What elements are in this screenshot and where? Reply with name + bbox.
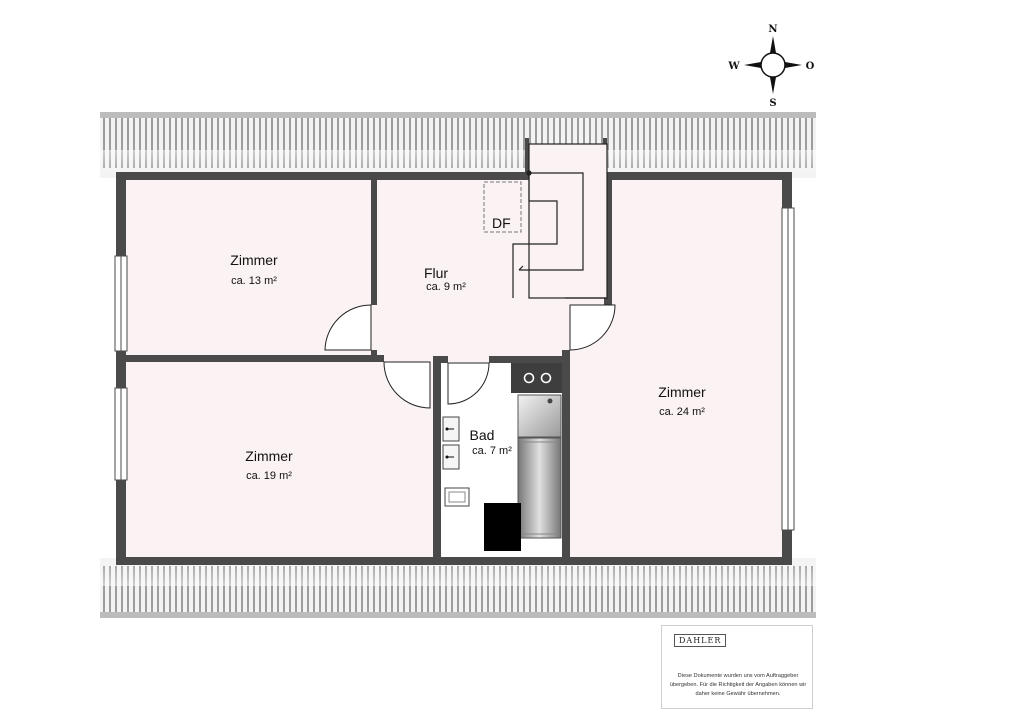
room-name: Flur	[424, 265, 448, 281]
disclaimer-box: DAHLER Diese Dokumente wurden uns vom Au…	[661, 625, 813, 709]
room-name: Zimmer	[658, 384, 706, 400]
doors	[324, 304, 616, 409]
compass-east: O	[806, 61, 815, 72]
brand-logo: DAHLER	[674, 634, 727, 647]
room-area: ca. 13 m²	[231, 275, 277, 287]
compass-north: N	[768, 24, 777, 35]
windows	[114, 207, 795, 531]
staircase	[512, 143, 608, 299]
df-label: DF	[492, 215, 511, 231]
room-name: Zimmer	[245, 448, 293, 464]
compass-west: W	[727, 61, 740, 72]
disclaimer-text: Diese Dokumente wurden uns vom Auftragge…	[669, 673, 807, 697]
room-area: ca. 19 m²	[246, 470, 292, 482]
compass-south: S	[769, 98, 776, 109]
room-name: Bad	[470, 427, 495, 443]
room-area: ca. 7 m²	[472, 445, 512, 457]
room-labels: Zimmer ca. 13 m² Flur ca. 9 m² Zimmer ca…	[230, 252, 706, 482]
room-area: ca. 24 m²	[659, 406, 705, 418]
room-name: Zimmer	[230, 252, 278, 268]
roof-window-df: DF	[483, 181, 522, 233]
bathroom-fixtures	[442, 363, 562, 551]
room-area: ca. 9 m²	[426, 281, 466, 293]
compass-icon: N S W O	[727, 24, 814, 109]
